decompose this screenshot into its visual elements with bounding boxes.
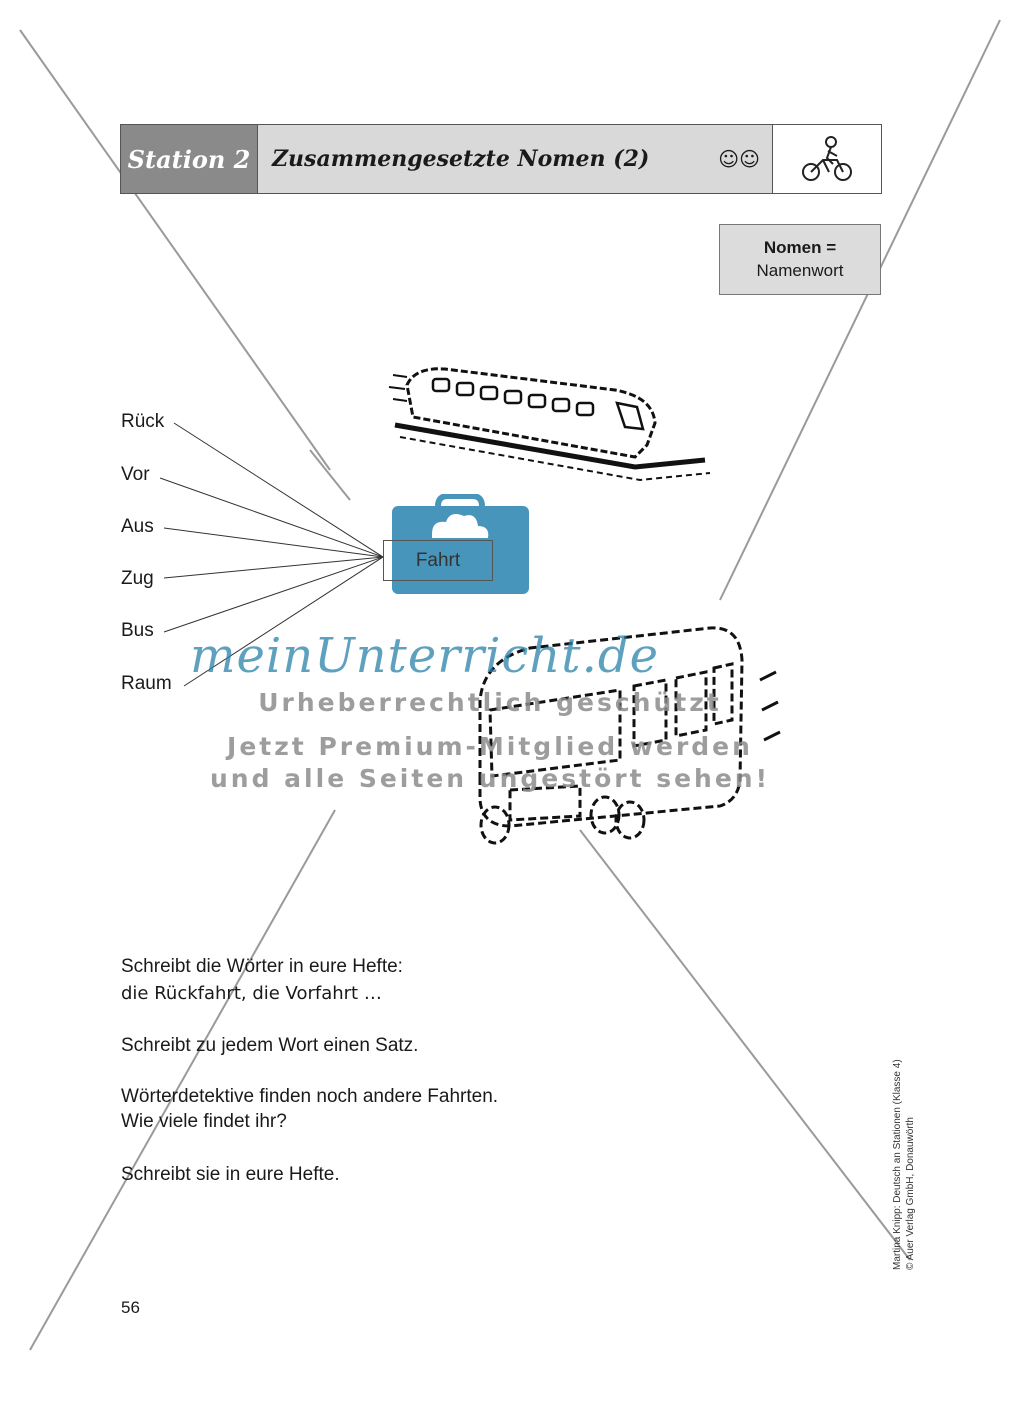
difficulty-smileys: ☺☺	[718, 147, 760, 171]
publisher-credit: Martina Knipp: Deutsch an Stationen (Kla…	[891, 1040, 931, 1270]
credit-line-1: Martina Knipp: Deutsch an Stationen (Kla…	[892, 1059, 903, 1270]
prefix-zug: Zug	[121, 568, 154, 589]
watermark-line-3: und alle Seiten ungestört sehen!	[209, 764, 771, 793]
train-illustration	[388, 367, 711, 482]
station-title-box: Zusammengesetzte Nomen (2) ☺☺	[257, 125, 773, 193]
briefcase-icon	[392, 494, 529, 594]
definition-term: Nomen =	[763, 238, 837, 257]
target-word-box: Fahrt	[383, 540, 493, 581]
prefix-bus: Bus	[121, 620, 154, 641]
station-title: Zusammengesetzte Nomen (2)	[272, 146, 650, 172]
definition-text: Namenwort	[756, 261, 844, 280]
instruction-5: Schreibt sie in eure Hefte.	[121, 1164, 340, 1185]
cyclist-icon	[773, 125, 881, 193]
station-header: Station 2 Zusammengesetzte Nomen (2) ☺☺	[120, 124, 882, 194]
page-number: 56	[121, 1298, 140, 1317]
station-label: Station 2	[121, 125, 257, 193]
watermark-brand: meinUnterricht.de	[190, 628, 659, 684]
instruction-2: Schreibt zu jedem Wort einen Satz.	[121, 1035, 419, 1056]
watermark-line-2: Jetzt Premium-Mitglied werden	[227, 732, 753, 761]
instruction-4: Wie viele findet ihr?	[121, 1111, 287, 1132]
prefix-raum: Raum	[121, 673, 172, 694]
instruction-example: die Rückfahrt, die Vorfahrt …	[121, 983, 382, 1004]
prefix-vor: Vor	[121, 464, 150, 485]
prefix-aus: Aus	[121, 516, 154, 537]
watermark-line-1: Urheberrechtlich geschützt	[258, 688, 722, 717]
instruction-3: Wörterdetektive finden noch andere Fahrt…	[121, 1086, 499, 1107]
prefix-rueck: Rück	[121, 411, 165, 432]
instruction-1: Schreibt die Wörter in eure Hefte:	[121, 956, 403, 977]
credit-line-2: © Auer Verlag GmbH, Donauwörth	[905, 1117, 916, 1270]
bus-illustration	[478, 626, 781, 845]
definition-box: Nomen = Namenwort	[719, 224, 881, 295]
